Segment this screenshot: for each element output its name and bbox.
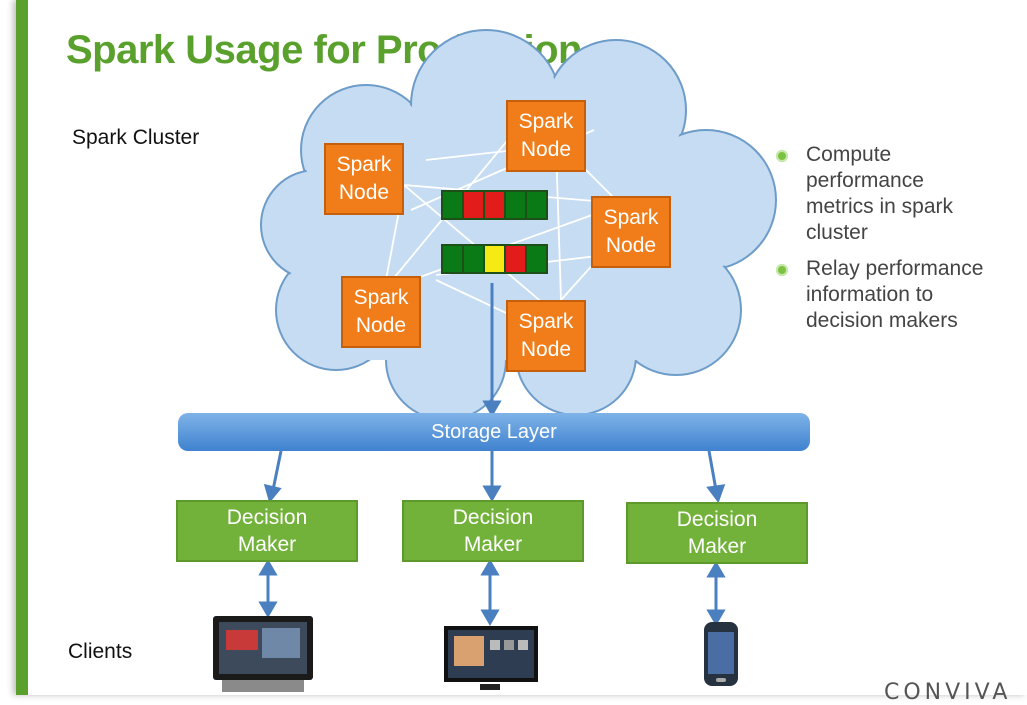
storage-label: Storage Layer <box>431 420 557 443</box>
metric-cell <box>485 246 504 272</box>
metric-bar <box>441 190 548 220</box>
metric-cell <box>485 192 504 218</box>
metric-bar <box>441 244 548 274</box>
node-label-line1: Spark <box>518 310 574 333</box>
decision-maker-line1: Decision <box>676 508 758 531</box>
node-label-line1: Spark <box>518 110 574 133</box>
spark-node: Spark Node <box>341 276 421 348</box>
decision-maker-line2: Maker <box>687 535 747 558</box>
decision-maker: Decision Maker <box>176 500 358 562</box>
metric-cell <box>464 246 483 272</box>
decision-maker-line2: Maker <box>463 533 523 556</box>
company-logo: CONVIVA <box>884 680 1012 705</box>
metric-cell <box>506 246 525 272</box>
bullet-item: Relay performance information to decisio… <box>776 256 1016 334</box>
node-label-line1: Spark <box>336 153 392 176</box>
spark-node: Spark Node <box>506 100 586 172</box>
slide: Spark Usage for Production <box>16 0 1027 705</box>
metric-cell <box>443 192 462 218</box>
metric-cell <box>443 246 462 272</box>
spark-node: Spark Node <box>591 196 671 268</box>
metric-cell <box>464 192 483 218</box>
node-label-line1: Spark <box>353 286 409 309</box>
decision-maker-line1: Decision <box>452 506 534 529</box>
metric-cell <box>506 192 525 218</box>
bullet-item: Compute performance metrics in spark clu… <box>776 142 1016 246</box>
accent-bar <box>16 0 28 695</box>
spark-node: Spark Node <box>506 300 586 372</box>
all-in-one-pc-icon <box>213 616 313 692</box>
spark-node: Spark Node <box>324 143 404 215</box>
tv-set-top-box-icon <box>444 626 538 690</box>
node-label-line2: Node <box>338 181 390 204</box>
node-label-line2: Node <box>520 138 572 161</box>
metric-cell <box>527 192 546 218</box>
decision-maker-line2: Maker <box>237 533 297 556</box>
smartphone-icon <box>704 622 738 686</box>
node-label-line2: Node <box>355 314 407 337</box>
node-label-line1: Spark <box>603 206 659 229</box>
flow-arrows <box>258 283 726 626</box>
bullet-list: Compute performance metrics in spark clu… <box>776 142 1016 344</box>
node-label-line2: Node <box>605 234 657 257</box>
bullet-text: Compute performance metrics in spark clu… <box>806 143 954 244</box>
clients-label: Clients <box>68 640 133 663</box>
cluster-label: Spark Cluster <box>72 126 200 149</box>
bullet-text: Relay performance information to decisio… <box>806 257 984 332</box>
node-label-line2: Node <box>520 338 572 361</box>
power-bullet-icon <box>776 264 788 276</box>
decision-maker: Decision Maker <box>402 500 584 562</box>
decision-maker-line1: Decision <box>226 506 308 529</box>
storage-layer: Storage Layer <box>178 413 810 451</box>
decision-maker: Decision Maker <box>626 502 808 564</box>
power-bullet-icon <box>776 150 788 162</box>
metric-cell <box>527 246 546 272</box>
